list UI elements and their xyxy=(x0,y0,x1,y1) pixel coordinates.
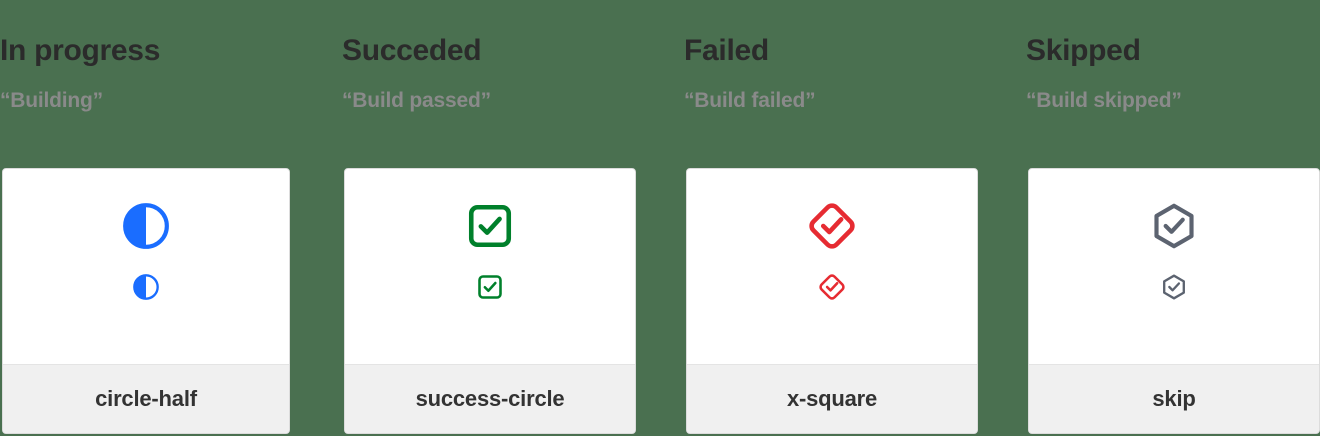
icon-preview-area xyxy=(1029,169,1319,367)
column-subtitle: “Building” xyxy=(0,89,103,112)
icon-card-footer: skip xyxy=(1029,364,1319,433)
column-title: Succeded xyxy=(342,34,482,67)
icon-card[interactable]: success-circle xyxy=(344,168,636,434)
column-subtitle: “Build skipped” xyxy=(1026,89,1182,112)
x-square-icon xyxy=(809,203,855,249)
column-subtitle: “Build passed” xyxy=(342,89,491,112)
icon-card[interactable]: x-square xyxy=(686,168,978,434)
icon-name-label: x-square xyxy=(786,386,878,411)
x-square-icon-small xyxy=(819,274,845,300)
status-column-in-progress: In progress “Building” circle-half xyxy=(0,0,330,436)
status-column-succeded: Succeded “Build passed” success-circle xyxy=(342,0,672,436)
column-title: Skipped xyxy=(1026,34,1141,67)
success-circle-icon-small xyxy=(478,275,502,299)
column-title: Failed xyxy=(684,34,769,67)
icon-name-label: skip xyxy=(1152,386,1196,411)
icon-preview-area xyxy=(687,169,977,367)
success-circle-icon xyxy=(468,204,512,248)
status-column-skipped: Skipped “Build skipped” skip xyxy=(1026,0,1320,436)
column-title: In progress xyxy=(0,34,161,67)
icon-card-footer: circle-half xyxy=(3,364,289,433)
status-column-failed: Failed “Build failed” x-squ xyxy=(684,0,1014,436)
icon-card-footer: x-square xyxy=(687,364,977,433)
icon-card[interactable]: circle-half xyxy=(2,168,290,434)
icon-name-label: circle-half xyxy=(95,386,197,411)
column-subtitle: “Build failed” xyxy=(684,89,816,112)
icon-name-label: success-circle xyxy=(415,386,565,411)
circle-half-icon-small xyxy=(133,274,159,300)
icon-preview-area xyxy=(345,169,635,367)
skip-icon xyxy=(1154,203,1194,249)
icon-card-footer: success-circle xyxy=(345,364,635,433)
skip-icon-small xyxy=(1163,274,1185,300)
circle-half-icon xyxy=(123,203,169,249)
icon-card[interactable]: skip xyxy=(1028,168,1320,434)
icon-preview-area xyxy=(3,169,289,367)
